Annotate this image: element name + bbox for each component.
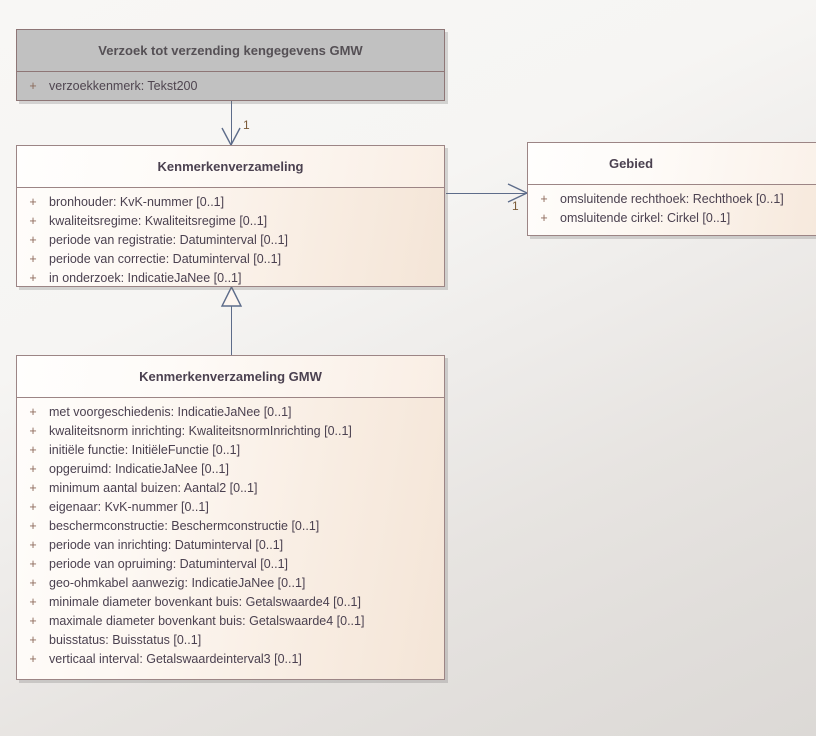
- attribute-label: maximale diameter bovenkant buis: Getals…: [49, 614, 365, 628]
- attribute-visibility: +: [29, 519, 37, 533]
- attribute-visibility: +: [29, 252, 37, 266]
- attribute-label: periode van correctie: Datuminterval [0.…: [49, 252, 282, 266]
- attribute-row[interactable]: + opgeruimd: IndicatieJaNee [0..1]: [17, 462, 444, 481]
- attribute-label: verzoekkenmerk: Tekst200: [49, 79, 198, 93]
- attribute-label: in onderzoek: IndicatieJaNee [0..1]: [49, 271, 242, 285]
- class-attributes-kenmerkenverzameling-gmw: + met voorgeschiedenis: IndicatieJaNee […: [17, 398, 444, 680]
- attribute-label: met voorgeschiedenis: IndicatieJaNee [0.…: [49, 405, 292, 419]
- attribute-label: geo-ohmkabel aanwezig: IndicatieJaNee [0…: [49, 576, 306, 590]
- attribute-label: kwaliteitsnorm inrichting: Kwaliteitsnor…: [49, 424, 352, 438]
- class-attributes-kenmerkenverzameling: + bronhouder: KvK-nummer [0..1] + kwalit…: [17, 188, 444, 299]
- attribute-visibility: +: [540, 211, 548, 225]
- connector-generalization-triangle-icon: [220, 285, 243, 307]
- attribute-row[interactable]: + verzoekkenmerk: Tekst200: [17, 79, 444, 98]
- connector-kenmerkenverzameling-to-gebied-multiplicity: 1: [512, 199, 519, 213]
- attribute-row[interactable]: + verticaal interval: Getalswaardeinterv…: [17, 652, 444, 671]
- class-name-gebied: Gebied: [528, 143, 816, 185]
- attribute-label: beschermconstructie: Beschermconstructie…: [49, 519, 320, 533]
- attribute-row[interactable]: + bronhouder: KvK-nummer [0..1]: [17, 195, 444, 214]
- attribute-row[interactable]: + geo-ohmkabel aanwezig: IndicatieJaNee …: [17, 576, 444, 595]
- attribute-visibility: +: [29, 481, 37, 495]
- attribute-row[interactable]: + kwaliteitsregime: Kwaliteitsregime [0.…: [17, 214, 444, 233]
- attribute-label: omsluitende cirkel: Cirkel [0..1]: [560, 211, 731, 225]
- attribute-row[interactable]: + buisstatus: Buisstatus [0..1]: [17, 633, 444, 652]
- attribute-row[interactable]: + periode van inrichting: Datuminterval …: [17, 538, 444, 557]
- attribute-visibility: +: [29, 462, 37, 476]
- attribute-visibility: +: [29, 271, 37, 285]
- attribute-visibility: +: [29, 614, 37, 628]
- attribute-visibility: +: [29, 233, 37, 247]
- attribute-label: eigenaar: KvK-nummer [0..1]: [49, 500, 209, 514]
- attribute-row[interactable]: + initiële functie: InitiëleFunctie [0..…: [17, 443, 444, 462]
- class-name-kenmerkenverzameling-gmw: Kenmerkenverzameling GMW: [17, 356, 444, 398]
- class-name-kenmerkenverzameling: Kenmerkenverzameling: [17, 146, 444, 188]
- class-attributes-verzoek: + verzoekkenmerk: Tekst200: [17, 72, 444, 107]
- attribute-label: minimum aantal buizen: Aantal2 [0..1]: [49, 481, 258, 495]
- attribute-visibility: +: [29, 79, 37, 93]
- attribute-label: periode van inrichting: Datuminterval [0…: [49, 538, 284, 552]
- attribute-row[interactable]: + maximale diameter bovenkant buis: Geta…: [17, 614, 444, 633]
- attribute-label: kwaliteitsregime: Kwaliteitsregime [0..1…: [49, 214, 268, 228]
- connector-verzoek-to-kenmerkenverzameling-multiplicity: 1: [243, 118, 250, 132]
- attribute-label: buisstatus: Buisstatus [0..1]: [49, 633, 202, 647]
- attribute-label: periode van registratie: Datuminterval […: [49, 233, 289, 247]
- class-box-kenmerkenverzameling[interactable]: Kenmerkenverzameling + bronhouder: KvK-n…: [16, 145, 445, 287]
- attribute-visibility: +: [29, 424, 37, 438]
- class-box-kenmerkenverzameling-gmw[interactable]: Kenmerkenverzameling GMW + met voorgesch…: [16, 355, 445, 680]
- class-box-gebied[interactable]: Gebied + omsluitende rechthoek: Rechthoe…: [527, 142, 816, 236]
- attribute-label: opgeruimd: IndicatieJaNee [0..1]: [49, 462, 229, 476]
- attribute-row[interactable]: + periode van registratie: Datuminterval…: [17, 233, 444, 252]
- attribute-label: omsluitende rechthoek: Rechthoek [0..1]: [560, 192, 784, 206]
- attribute-row[interactable]: + eigenaar: KvK-nummer [0..1]: [17, 500, 444, 519]
- connector-generalization-line[interactable]: [231, 305, 232, 356]
- attribute-row[interactable]: + periode van opruiming: Datuminterval […: [17, 557, 444, 576]
- attribute-visibility: +: [29, 538, 37, 552]
- attribute-visibility: +: [29, 576, 37, 590]
- attribute-visibility: +: [29, 195, 37, 209]
- attribute-row[interactable]: + kwaliteitsnorm inrichting: Kwaliteitsn…: [17, 424, 444, 443]
- attribute-row[interactable]: + beschermconstructie: Beschermconstruct…: [17, 519, 444, 538]
- attribute-label: periode van opruiming: Datuminterval [0.…: [49, 557, 289, 571]
- class-attributes-gebied: + omsluitende rechthoek: Rechthoek [0..1…: [528, 185, 816, 239]
- attribute-visibility: +: [29, 557, 37, 571]
- attribute-visibility: +: [29, 633, 37, 647]
- attribute-row[interactable]: + minimale diameter bovenkant buis: Geta…: [17, 595, 444, 614]
- class-name-verzoek: Verzoek tot verzending kengegevens GMW: [17, 30, 444, 72]
- attribute-visibility: +: [29, 595, 37, 609]
- attribute-label: minimale diameter bovenkant buis: Getals…: [49, 595, 361, 609]
- attribute-visibility: +: [29, 443, 37, 457]
- attribute-row[interactable]: + periode van correctie: Datuminterval […: [17, 252, 444, 271]
- class-box-verzoek[interactable]: Verzoek tot verzending kengegevens GMW +…: [16, 29, 445, 101]
- attribute-visibility: +: [29, 500, 37, 514]
- attribute-visibility: +: [540, 192, 548, 206]
- connector-verzoek-to-kenmerkenverzameling-line[interactable]: [231, 101, 232, 146]
- attribute-row[interactable]: + omsluitende cirkel: Cirkel [0..1]: [528, 211, 816, 230]
- attribute-visibility: +: [29, 405, 37, 419]
- attribute-label: initiële functie: InitiëleFunctie [0..1]: [49, 443, 241, 457]
- attribute-visibility: +: [29, 652, 37, 666]
- attribute-row[interactable]: + omsluitende rechthoek: Rechthoek [0..1…: [528, 192, 816, 211]
- attribute-row[interactable]: + met voorgeschiedenis: IndicatieJaNee […: [17, 405, 444, 424]
- attribute-visibility: +: [29, 214, 37, 228]
- attribute-row[interactable]: + in onderzoek: IndicatieJaNee [0..1]: [17, 271, 444, 290]
- connector-kenmerkenverzameling-to-gebied-line[interactable]: [446, 193, 528, 194]
- attribute-row[interactable]: + minimum aantal buizen: Aantal2 [0..1]: [17, 481, 444, 500]
- attribute-label: bronhouder: KvK-nummer [0..1]: [49, 195, 225, 209]
- attribute-label: verticaal interval: Getalswaardeinterval…: [49, 652, 302, 666]
